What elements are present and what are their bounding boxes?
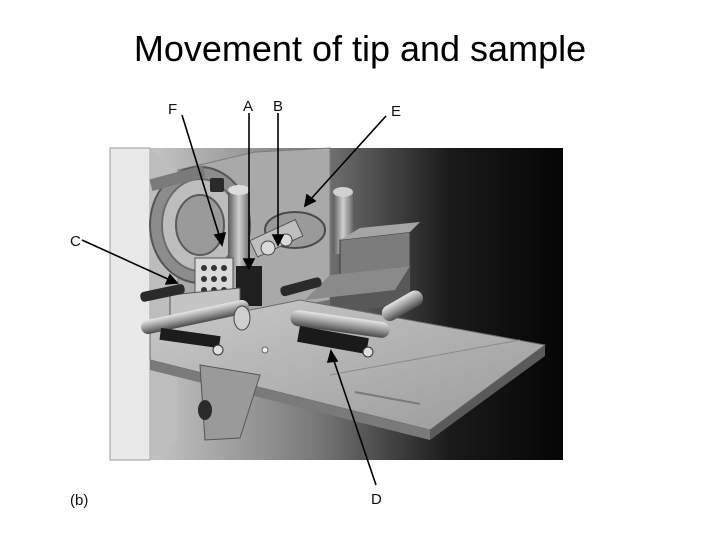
right-rails (280, 277, 423, 358)
figure-caption: (b) (70, 492, 88, 509)
label-e: E (391, 103, 401, 120)
knob (210, 178, 224, 192)
left-frame (109, 147, 151, 461)
label-f: F (168, 101, 177, 118)
label-d: D (371, 491, 382, 508)
left-rails (140, 284, 251, 356)
pointer-lines (81, 113, 387, 486)
label-a: A (243, 98, 253, 115)
center-column (228, 190, 250, 270)
label-b: B (273, 98, 283, 115)
label-c: C (70, 233, 81, 250)
slide-title: Movement of tip and sample (133, 28, 587, 69)
right-stage (305, 222, 420, 312)
